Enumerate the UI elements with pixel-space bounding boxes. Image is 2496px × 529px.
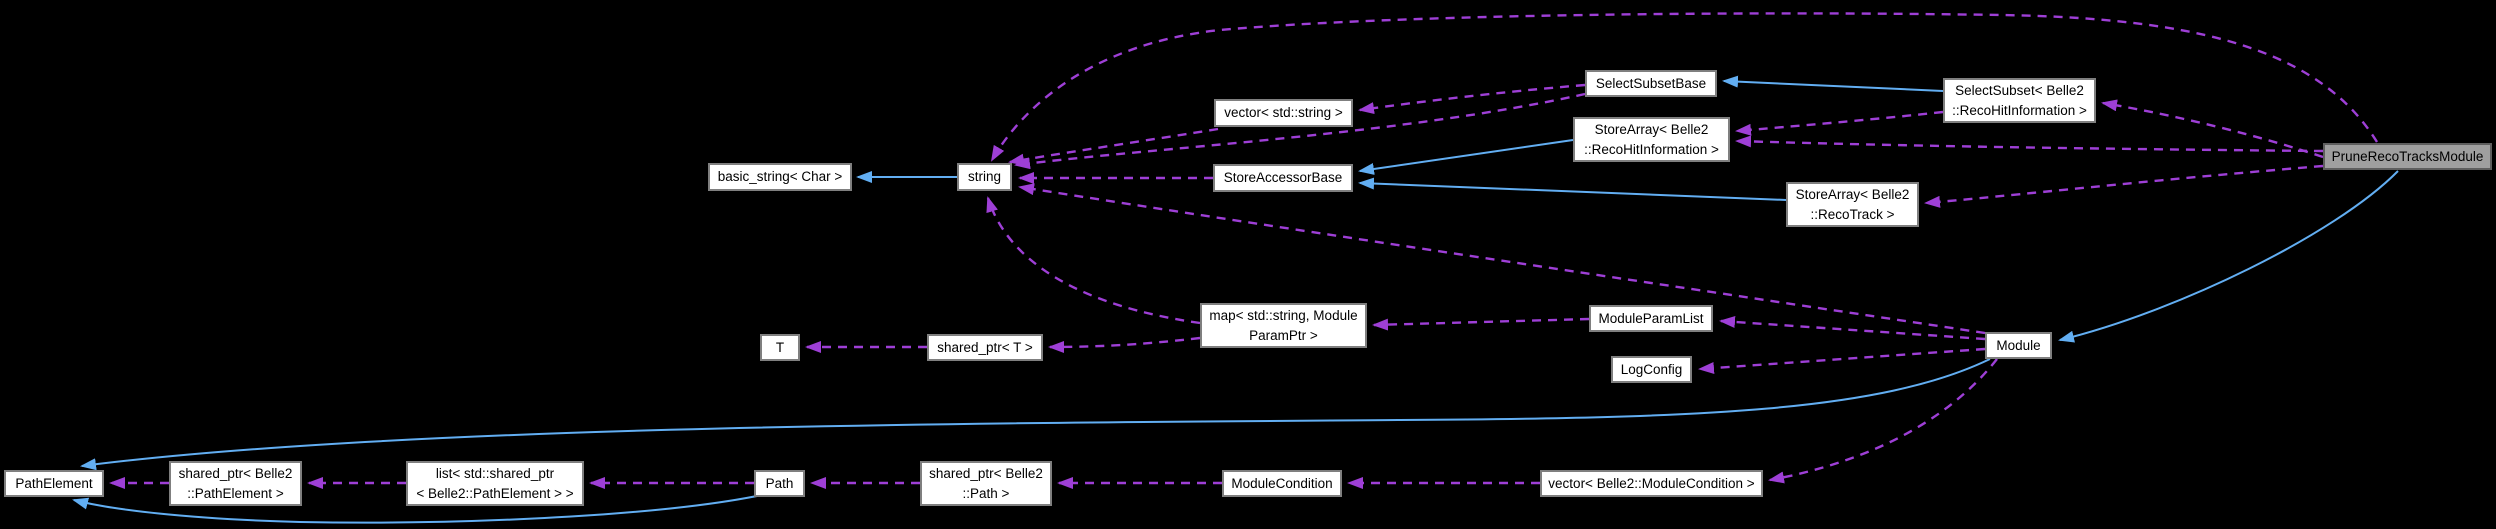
node-vector-module-condition[interactable]: vector< Belle2::ModuleCondition > <box>1540 470 1763 497</box>
node-shared-ptr-path-element[interactable]: shared_ptr< Belle2 ::PathElement > <box>169 461 302 506</box>
node-prune-reco-tracks-module[interactable]: PruneRecoTracksModule <box>2323 143 2492 170</box>
edge-use-prune-storearrayrecohit <box>1735 135 2324 153</box>
node-store-array-recohitinformation[interactable]: StoreArray< Belle2 ::RecoHitInformation … <box>1573 117 1730 162</box>
node-vector-std-string[interactable]: vector< std::string > <box>1214 99 1353 127</box>
edge-use-vectorstring-string <box>1008 127 1219 166</box>
edge-use-module-moduleparamlist <box>1719 315 1986 341</box>
edge-inh-storearrayrecohit-storeaccessorbase <box>1358 139 1574 175</box>
node-string[interactable]: string <box>957 163 1012 191</box>
node-store-accessor-base[interactable]: StoreAccessorBase <box>1213 164 1353 192</box>
edge-inh-path-pathelement <box>72 495 758 524</box>
node-store-array-recotrack[interactable]: StoreArray< Belle2 ::RecoTrack > <box>1786 182 1919 227</box>
edge-use-prune-storearrayrecotrack <box>1924 164 2324 208</box>
node-list-shared-ptr-path-element[interactable]: list< std::shared_ptr < Belle2::PathElem… <box>406 461 584 506</box>
edge-use-map-string <box>986 196 1201 325</box>
edge-use-module-logconfig <box>1698 347 1986 375</box>
edge-use-prune-selectsubset <box>2101 99 2324 159</box>
node-select-subset-base[interactable]: SelectSubsetBase <box>1585 70 1717 97</box>
edge-use-selectsubset-storearrayrecohit <box>1735 110 1944 136</box>
edge-inh-selectsubset-selectsubsetbase <box>1722 75 1944 92</box>
edge-use-selectsubsetbase-vectorstring <box>1358 83 1586 115</box>
edge-use-prune-string <box>990 12 2379 162</box>
node-module-condition[interactable]: ModuleCondition <box>1222 470 1342 497</box>
edge-use-map-sharedptrt <box>1048 336 1201 353</box>
edge-use-moduleparamlist-map <box>1372 317 1590 331</box>
node-shared-ptr-path[interactable]: shared_ptr< Belle2 ::Path > <box>920 461 1052 506</box>
node-log-config[interactable]: LogConfig <box>1611 356 1692 383</box>
node-map-string-moduleparamptr[interactable]: map< std::string, Module ParamPtr > <box>1200 303 1367 348</box>
edge-inh-storearrayrecotrack-storeaccessorbase <box>1358 177 1787 201</box>
node-module[interactable]: Module <box>1985 332 2052 359</box>
edge-inh-prune-module <box>2058 170 2399 343</box>
edge-use-module-string <box>1018 183 1986 335</box>
node-module-param-list[interactable]: ModuleParamList <box>1589 305 1713 332</box>
edge-use-selectsubsetbase-string <box>1014 92 1586 170</box>
node-basic-string[interactable]: basic_string< Char > <box>708 163 852 191</box>
edge-inh-module-pathelement <box>80 358 1991 471</box>
node-path[interactable]: Path <box>754 470 805 497</box>
node-path-element[interactable]: PathElement <box>4 470 104 497</box>
node-t[interactable]: T <box>760 334 800 361</box>
node-select-subset-recohitinformation[interactable]: SelectSubset< Belle2 ::RecoHitInformatio… <box>1943 78 2096 123</box>
edge-use-module-vectormodulecondition <box>1768 358 1998 484</box>
node-shared-ptr-t[interactable]: shared_ptr< T > <box>927 334 1043 361</box>
